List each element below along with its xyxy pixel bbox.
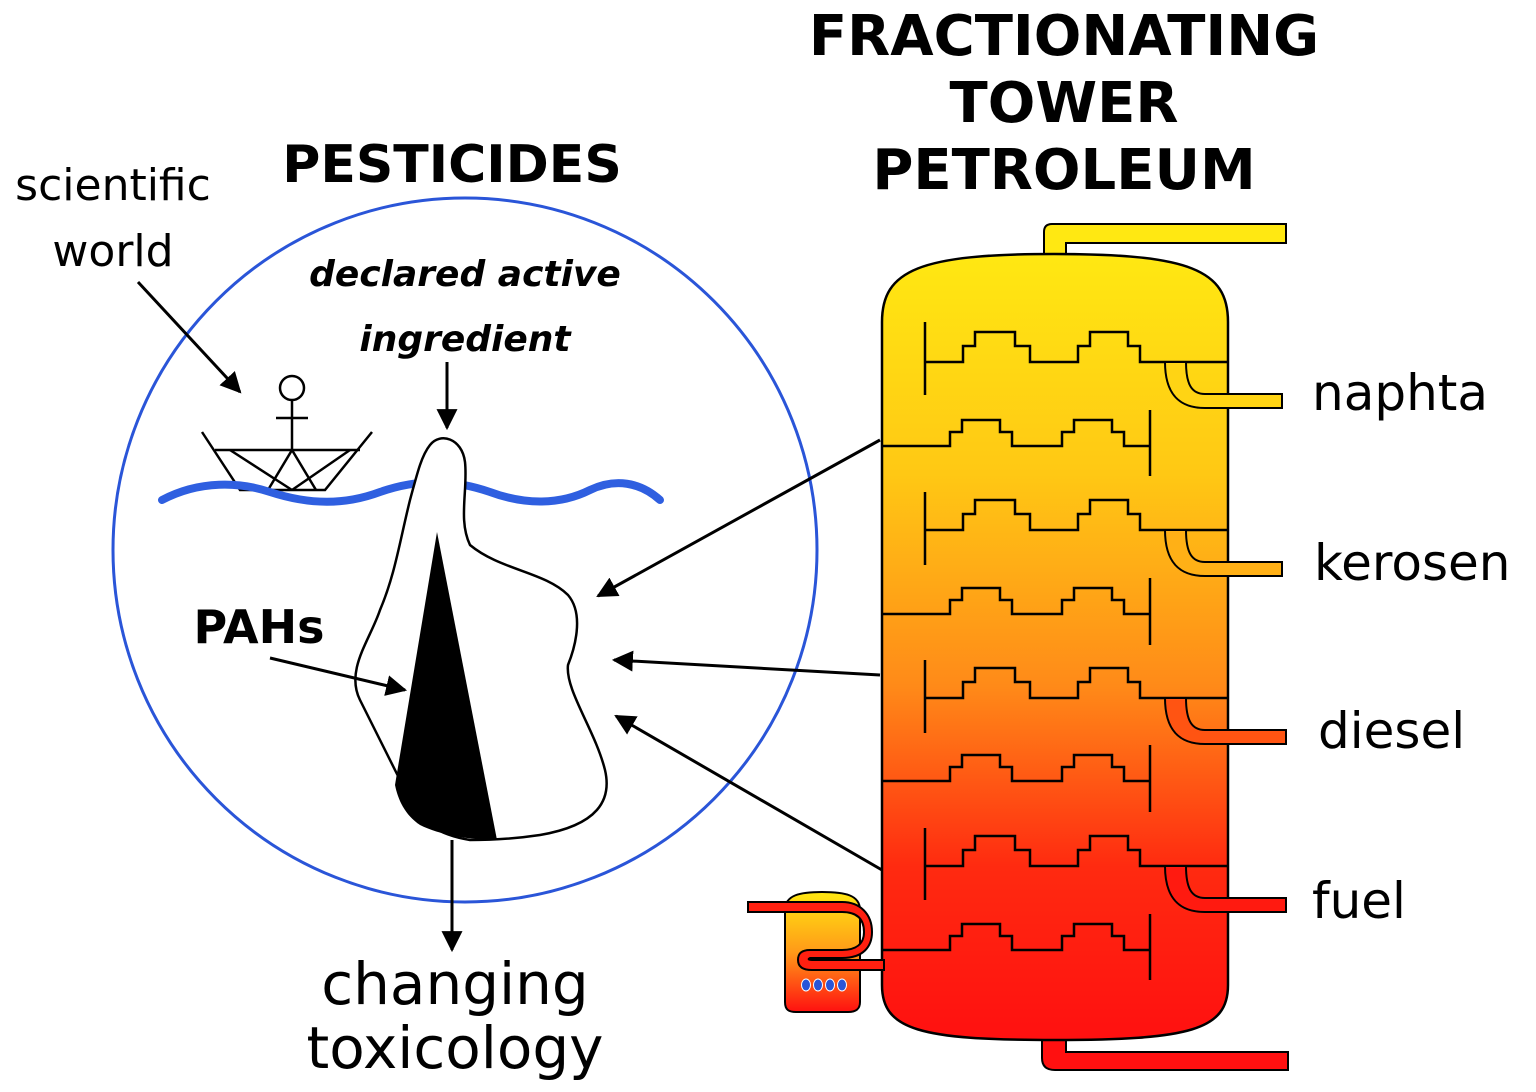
pahs-wedge: [395, 532, 497, 840]
tower-body: [880, 252, 1230, 1042]
fraction-label-kerosen: kerosen: [1314, 534, 1510, 592]
tray-3: [923, 492, 1228, 565]
declared-active-ingredient-line1: declared active: [309, 254, 621, 295]
tray-5: [923, 660, 1228, 733]
fraction-label-fuel: fuel: [1312, 872, 1406, 930]
top-outlet-pipe: [1043, 223, 1287, 259]
diesel-pipe: [1163, 697, 1287, 745]
arrow-upper: [596, 438, 881, 598]
tower-trays: [882, 322, 1228, 980]
scientific-world-label-line1: scientific: [15, 160, 211, 211]
reboiler-inlet-pipe: [747, 901, 885, 971]
burner-flames-icon: [801, 978, 847, 992]
naphta-pipe: [1163, 361, 1283, 409]
pesticide-circle: [111, 196, 819, 904]
tray-6: [882, 745, 1152, 812]
arrow-middle: [611, 650, 881, 677]
bottom-outlet-pipe: [1041, 1029, 1289, 1071]
fractionating-tower-panel: FRACTIONATING TOWER PETROLEUM: [747, 4, 1510, 1071]
fuel-pipe: [1163, 865, 1287, 913]
tray-2: [882, 410, 1152, 476]
tower-title-line2: TOWER: [950, 71, 1179, 136]
tower-to-pesticide-arrows: [596, 438, 883, 872]
scientific-world-arrow: [136, 280, 242, 394]
kerosen-pipe: [1163, 529, 1283, 577]
boat-with-person-icon: [200, 374, 373, 492]
side-draw-pipes: [1163, 361, 1287, 913]
tower-title-line3: PETROLEUM: [872, 138, 1255, 203]
pahs-arrow: [269, 656, 408, 696]
tray-8: [882, 914, 1152, 980]
tray-7: [923, 828, 1228, 900]
pesticides-panel: PESTICIDES scientific world declared act…: [15, 135, 819, 1082]
changing-toxicology-line1: changing: [321, 950, 588, 1018]
scientific-world-label-line2: world: [52, 226, 173, 277]
pesticides-title: PESTICIDES: [282, 135, 622, 195]
fraction-label-naphta: naphta: [1312, 364, 1488, 422]
tray-1: [923, 322, 1228, 395]
arrow-lower: [614, 714, 883, 872]
reboiler-furnace: [747, 890, 885, 1013]
tower-title-line1: FRACTIONATING: [809, 4, 1319, 69]
pahs-label: PAHs: [194, 600, 325, 654]
changing-toxicology-line2: toxicology: [307, 1014, 604, 1082]
declared-active-ingredient-line2: ingredient: [359, 319, 572, 360]
tray-4: [882, 578, 1152, 645]
fraction-label-diesel: diesel: [1318, 702, 1465, 760]
